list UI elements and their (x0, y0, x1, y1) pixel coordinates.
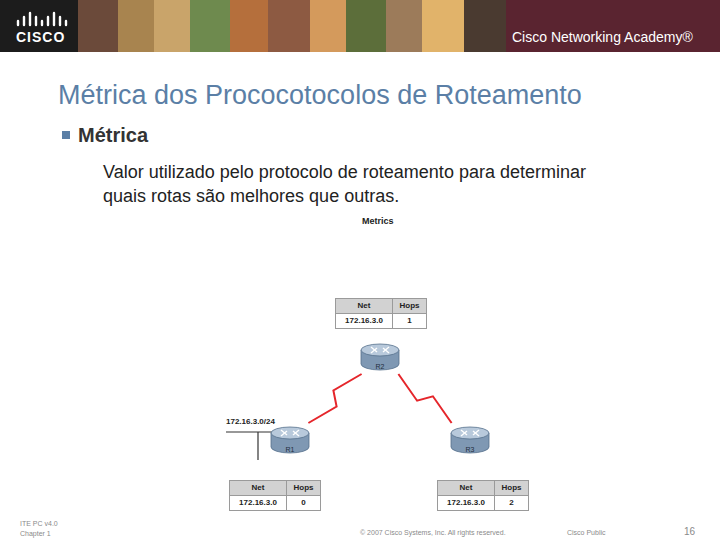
brand-text: Cisco Networking Academy® (512, 29, 693, 45)
router-name: R2 (360, 363, 400, 371)
bullet-heading: Métrica (78, 123, 148, 147)
router-icon: R3 (450, 425, 490, 455)
table-cell: 172.16.3.0 (229, 495, 287, 511)
table-cell: Net (335, 298, 393, 314)
router-icon: R2 (360, 342, 400, 372)
table-cell: 1 (392, 313, 427, 329)
serial-link (398, 374, 451, 423)
router-name: R3 (450, 446, 490, 454)
table-cell: Hops (286, 480, 321, 496)
bullet-mark (62, 131, 70, 139)
router-name: R1 (270, 446, 310, 454)
page-number: 16 (684, 526, 695, 538)
slide-title: Métrica dos Prococotocolos de Roteamento (58, 79, 713, 111)
serial-link (308, 374, 361, 423)
footer-chapter: Chapter 1 (20, 529, 51, 538)
table-cell: Hops (494, 480, 529, 496)
figure-title: Metrics (362, 216, 394, 227)
table-cell: 0 (286, 495, 321, 511)
table-cell: 172.16.3.0 (437, 495, 495, 511)
router-icon: R1 (270, 425, 310, 455)
table-cell: Net (229, 480, 287, 496)
logo-text: CISCO (16, 29, 65, 45)
footer-copyright: © 2007 Cisco Systems, Inc. All rights re… (360, 528, 506, 537)
ethernet-drop (257, 432, 258, 460)
network-label: 172.16.3.0/24 (226, 417, 275, 427)
table-cell: Net (437, 480, 495, 496)
table-cell: Hops (392, 298, 427, 314)
ethernet-segment (226, 431, 272, 432)
definition-text: Valor utilizado pelo protocolo de roteam… (103, 160, 603, 208)
table-cell: 172.16.3.0 (335, 313, 393, 329)
table-cell: 2 (494, 495, 529, 511)
footer-course: ITE PC v4.0 (20, 519, 58, 528)
footer-classification: Cisco Public (567, 528, 606, 537)
